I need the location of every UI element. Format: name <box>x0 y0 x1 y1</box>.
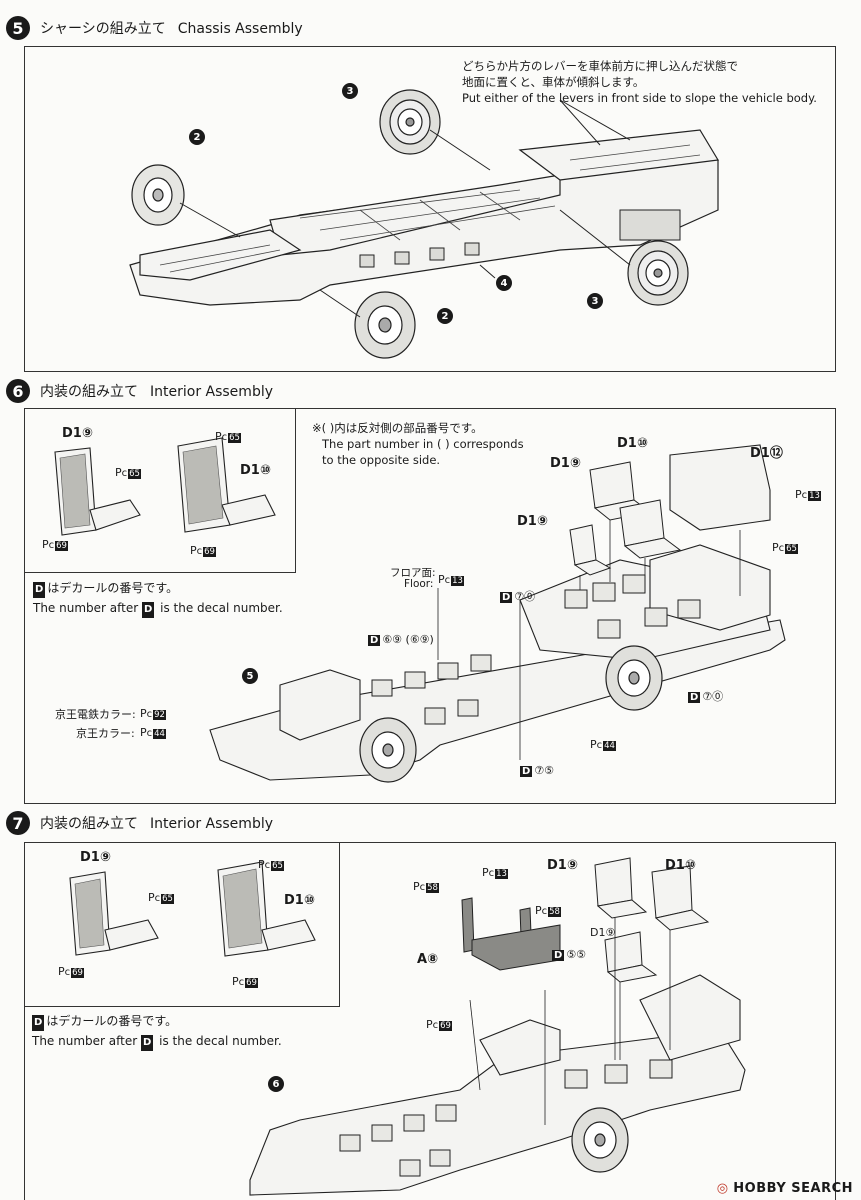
step-title-en: Interior Assembly <box>150 816 273 832</box>
keio-color-label: 京王カラー: <box>76 727 135 740</box>
seat-label: D1⑨ <box>590 926 616 939</box>
floor-label: フロア面: <box>390 567 436 579</box>
callout-6: 6 <box>268 1076 284 1092</box>
step-title-en: Interior Assembly <box>150 384 273 400</box>
keio-dentetsu-color-label: 京王電鉄カラー: <box>55 708 136 721</box>
lever-note: どちらか片方のレバーを車体前方に押し込んだ状態で 地面に置くと、車体が傾斜します… <box>462 58 817 106</box>
step-title-ja: シャーシの組み立て <box>40 21 166 37</box>
seat-label: D1⑫ <box>750 446 783 461</box>
step-7-frame <box>24 842 836 1200</box>
step-6-header: 6 内装の組み立て Interior Assembly <box>6 376 273 406</box>
floor-label: Floor: <box>404 578 434 590</box>
step-5-frame <box>24 46 836 372</box>
step-number: 5 <box>6 16 30 40</box>
lever-note-ja-2: 地面に置くと、車体が傾斜します。 <box>462 75 645 89</box>
step-title: 内装の組み立て Interior Assembly <box>40 813 273 833</box>
seat-label: D1⑨ <box>547 858 578 873</box>
step-7-header: 7 内装の組み立て Interior Assembly <box>6 808 273 838</box>
seat-inset-frame <box>24 408 296 573</box>
step-title-ja: 内装の組み立て <box>40 816 138 832</box>
seat-label: D1⑩ <box>284 893 315 908</box>
callout-4: 4 <box>496 275 512 291</box>
step-title: シャーシの組み立て Chassis Assembly <box>40 18 303 38</box>
hobby-search-watermark: ◎ HOBBY SEARCH <box>716 1181 853 1196</box>
callout-2: 2 <box>189 129 205 145</box>
lever-note-en: Put either of the levers in front side t… <box>462 91 817 105</box>
step-6-frame <box>24 408 836 804</box>
callout-3: 3 <box>342 83 358 99</box>
callout-5: 5 <box>242 668 258 684</box>
step-5-header: 5 シャーシの組み立て Chassis Assembly <box>6 13 303 43</box>
seat-label: D1⑨ <box>517 514 548 529</box>
step-title: 内装の組み立て Interior Assembly <box>40 381 273 401</box>
part-label: A⑧ <box>417 952 439 967</box>
seat-label: D1⑩ <box>240 463 271 478</box>
seat-label: D1⑩ <box>665 858 696 873</box>
step-number: 7 <box>6 811 30 835</box>
step-title-en: Chassis Assembly <box>177 21 303 37</box>
step-title-ja: 内装の組み立て <box>40 384 138 400</box>
parenthesis-note: ※( )内は反対側の部品番号です。 The part number in ( )… <box>312 421 524 467</box>
seat-label: D1⑨ <box>550 456 581 471</box>
lever-note-ja-1: どちらか片方のレバーを車体前方に押し込んだ状態で <box>462 59 738 73</box>
callout-3: 3 <box>587 293 603 309</box>
step-number: 6 <box>6 379 30 403</box>
seat-label: D1⑨ <box>62 426 93 441</box>
callout-2: 2 <box>437 308 453 324</box>
seat-inset-frame <box>24 842 340 1007</box>
seat-label: D1⑨ <box>80 850 111 865</box>
seat-label: D1⑩ <box>617 436 648 451</box>
